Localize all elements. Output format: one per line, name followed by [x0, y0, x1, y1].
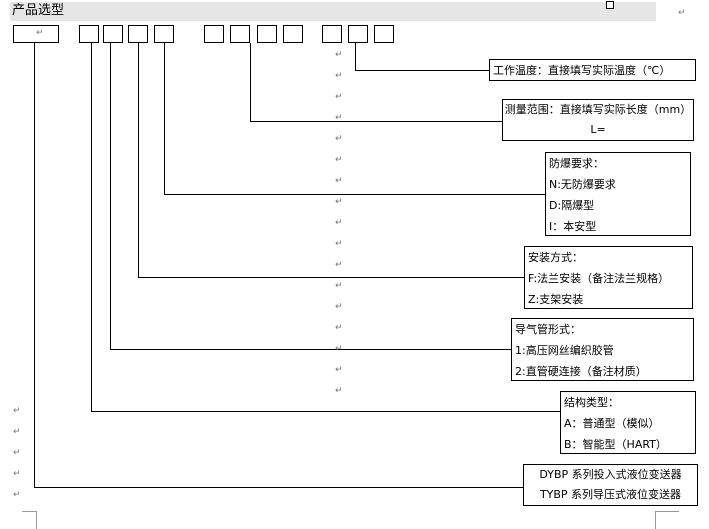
connector-temperature — [355, 43, 356, 70]
connector-structure — [91, 43, 92, 411]
conduit-line-0: 导气管形式： — [515, 323, 581, 336]
return-mark: ↵ — [335, 155, 343, 165]
return-mark: ↵ — [335, 386, 343, 396]
code-box-temp-3[interactable] — [374, 25, 394, 43]
page-corner-mark-left-h — [22, 511, 37, 512]
explosion-box: 防爆要求： N:无防爆要求 D:隔爆型 I：本安型 — [545, 152, 691, 236]
range-line-1: L= — [590, 123, 606, 136]
return-mark: ↵ — [335, 260, 343, 270]
code-box-explosion[interactable] — [154, 25, 174, 43]
mounting-line-0: 安装方式： — [528, 251, 583, 264]
return-mark: ↵ — [335, 281, 343, 291]
range-box: 测量范围：直接填写实际长度（mm） L= — [502, 99, 694, 141]
structure-line-2: B：智能型（HART） — [564, 438, 667, 451]
code-box-range-4[interactable] — [283, 25, 303, 43]
series-line-0: DYBP 系列投入式液位变送器 — [539, 468, 682, 481]
code-box-conduit[interactable] — [103, 25, 123, 43]
connector-mounting-h — [138, 277, 524, 278]
page-title: 产品选型 — [12, 3, 65, 18]
structure-box: 结构类型： A：普通型（模似） B：智能型（HART） — [560, 391, 696, 454]
return-mark: ↵ — [13, 469, 21, 479]
connector-mounting — [138, 43, 139, 277]
page-corner-mark-left-v — [36, 511, 37, 529]
connector-explosion — [164, 43, 165, 194]
temperature-line-0: 工作温度：直接填写实际温度（℃） — [493, 64, 671, 77]
return-mark: ↵ — [335, 113, 343, 123]
code-box-mounting[interactable] — [128, 25, 148, 43]
explosion-line-1: N:无防爆要求 — [549, 178, 616, 191]
page-corner-mark-right-v — [655, 511, 656, 529]
connector-series — [34, 43, 35, 487]
return-mark: ↵ — [13, 448, 21, 458]
explosion-line-3: I：本安型 — [549, 220, 597, 233]
conduit-line-2: 2:直管硬连接（备注材质） — [515, 365, 647, 378]
page-corner-mark-right-h — [655, 511, 679, 512]
connector-temperature-h — [355, 70, 489, 71]
code-box-range-3[interactable] — [257, 25, 277, 43]
structure-line-0: 结构类型： — [564, 396, 619, 409]
return-mark: ↵ — [335, 71, 343, 81]
series-box: DYBP 系列投入式液位变送器 TYBP 系列导压式液位变送器 — [523, 464, 698, 506]
return-mark: ↵ — [36, 28, 44, 38]
code-box-series[interactable]: ↵ — [13, 25, 59, 43]
return-mark: ↵ — [335, 323, 343, 333]
explosion-line-2: D:隔爆型 — [549, 199, 595, 212]
return-mark: ↵ — [335, 197, 343, 207]
return-mark: ↵ — [335, 50, 343, 60]
return-mark: ↵ — [335, 218, 343, 228]
return-mark: ↵ — [13, 490, 21, 500]
explosion-line-0: 防爆要求： — [549, 157, 604, 170]
conduit-line-1: 1:高压网丝编织胶管 — [515, 344, 614, 357]
title-bar — [10, 2, 656, 21]
connector-conduit — [110, 43, 111, 349]
conduit-box: 导气管形式： 1:高压网丝编织胶管 2:直管硬连接（备注材质） — [511, 318, 694, 381]
return-mark: ↵ — [335, 239, 343, 249]
return-mark: ↵ — [335, 176, 343, 186]
return-mark: ↵ — [13, 427, 21, 437]
resize-handle[interactable] — [606, 1, 614, 9]
connector-structure-h — [91, 411, 560, 412]
return-mark: ↵ — [335, 134, 343, 144]
connector-explosion-h — [164, 194, 545, 195]
return-mark: ↵ — [335, 92, 343, 102]
return-mark: ↵ — [678, 8, 686, 18]
series-line-1: TYBP 系列导压式液位变送器 — [539, 488, 682, 501]
mounting-line-1: F:法兰安装（备注法兰规格） — [528, 272, 670, 285]
return-mark: ↵ — [13, 406, 21, 416]
return-mark: ↵ — [335, 302, 343, 312]
code-box-structure[interactable] — [79, 25, 99, 43]
code-box-temp-2[interactable] — [348, 25, 368, 43]
return-mark: ↵ — [335, 344, 343, 354]
code-box-range-2[interactable] — [230, 25, 250, 43]
return-mark: ↵ — [335, 365, 343, 375]
connector-range — [250, 43, 251, 121]
structure-line-1: A：普通型（模似） — [564, 417, 660, 430]
connector-range-h — [250, 121, 502, 122]
temperature-box: 工作温度：直接填写实际温度（℃） — [489, 59, 696, 81]
code-box-range-1[interactable] — [204, 25, 224, 43]
code-box-temp-1[interactable] — [322, 25, 342, 43]
mounting-box: 安装方式： F:法兰安装（备注法兰规格） Z:支架安装 — [524, 246, 693, 309]
connector-conduit-h — [110, 349, 511, 350]
connector-series-h — [34, 487, 523, 488]
range-line-0: 测量范围：直接填写实际长度（mm） — [504, 103, 692, 116]
mounting-line-2: Z:支架安装 — [528, 293, 584, 306]
